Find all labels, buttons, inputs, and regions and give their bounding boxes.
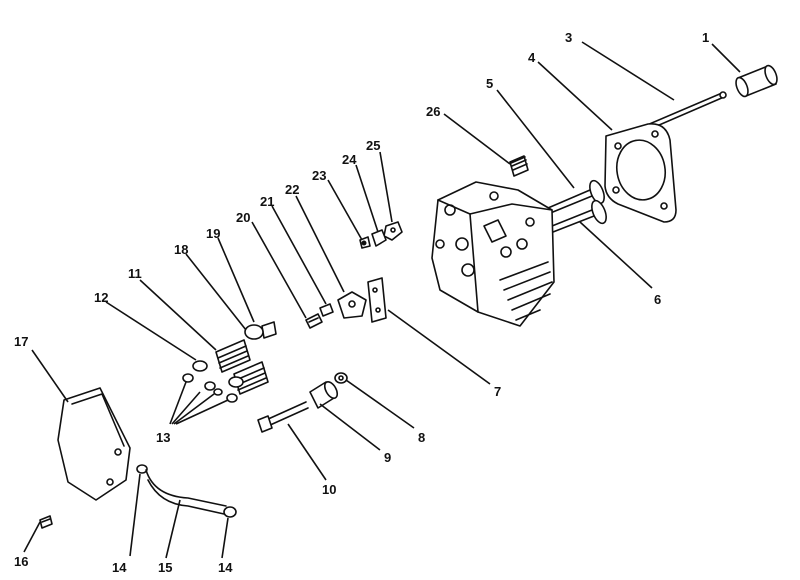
part-7-plate <box>367 277 387 323</box>
callout-9: 9 <box>384 450 391 465</box>
part-4-gasket <box>604 123 677 223</box>
callout-11: 11 <box>128 266 142 281</box>
callout-16: 16 <box>14 554 28 569</box>
part-23-screw <box>359 236 371 249</box>
callout-18: 18 <box>174 242 188 257</box>
part-21-pin <box>319 303 334 317</box>
cylinder-head <box>431 181 555 327</box>
callout-17: 17 <box>14 334 28 349</box>
callout-3: 3 <box>565 30 572 45</box>
part-25-bracket <box>383 221 403 241</box>
callout-19: 19 <box>206 226 220 241</box>
callout-5: 5 <box>486 76 493 91</box>
part-14-clamp-right <box>223 506 237 518</box>
part-14-clamp-left <box>136 464 148 474</box>
callout-26: 26 <box>426 104 440 119</box>
leader-lines <box>23 41 741 559</box>
callout-1: 1 <box>702 30 709 45</box>
callout-20: 20 <box>236 210 250 225</box>
part-8-washer <box>334 372 348 384</box>
part-9-sleeve <box>309 381 339 409</box>
callout-6: 6 <box>654 292 661 307</box>
part-19-seal <box>261 321 277 339</box>
callout-21: 21 <box>260 194 274 209</box>
callout-22: 22 <box>285 182 299 197</box>
part-12-keepers <box>182 360 216 391</box>
part-26-screen <box>509 155 529 177</box>
callout-7: 7 <box>494 384 501 399</box>
callout-8: 8 <box>418 430 425 445</box>
callout-24: 24 <box>342 152 357 167</box>
callout-25: 25 <box>366 138 380 153</box>
callout-10: 10 <box>322 482 336 497</box>
part-15-tube <box>145 469 227 515</box>
part-5-valves <box>547 179 607 233</box>
callout-23: 23 <box>312 168 326 183</box>
callout-14-right: 14 <box>218 560 233 575</box>
callout-4: 4 <box>528 50 536 65</box>
callout-15: 15 <box>158 560 172 575</box>
part-18-retainer <box>244 324 264 340</box>
callout-12: 12 <box>94 290 108 305</box>
callout-labels: 1 3 4 5 26 25 24 23 22 21 20 19 18 11 12… <box>14 30 709 575</box>
part-1-cap <box>735 64 778 98</box>
part-20-pin <box>305 313 323 329</box>
callout-14-left: 14 <box>112 560 127 575</box>
part-24-lock <box>371 229 387 247</box>
part-22-rocker <box>337 291 367 319</box>
part-17-cover <box>57 387 131 501</box>
part-13-caps <box>213 376 244 403</box>
part-11-springs <box>215 339 269 395</box>
part-16-bolt <box>39 515 53 529</box>
part-10-bolt <box>257 401 309 433</box>
callout-13: 13 <box>156 430 170 445</box>
